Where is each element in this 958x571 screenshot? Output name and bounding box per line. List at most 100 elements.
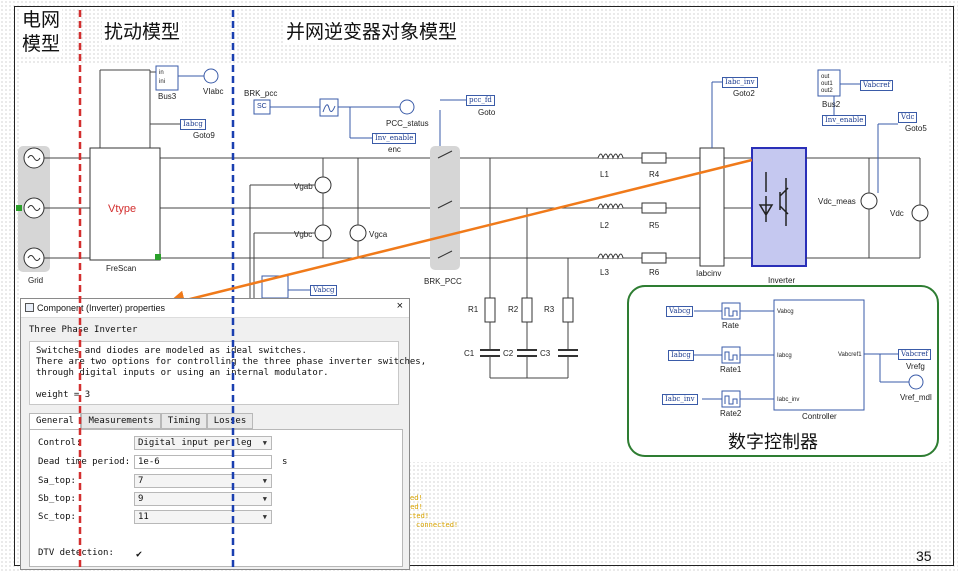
component-name: Three Phase Inverter — [29, 325, 138, 335]
bus3-port-ini: ini — [159, 79, 166, 85]
rate1-label: Rate1 — [720, 365, 742, 374]
l1-label: L1 — [600, 170, 609, 179]
resistor-r6 — [641, 252, 667, 264]
grid-model-heading: 电网 模型 — [20, 8, 63, 56]
vref-mdl-label: Vref_mdl — [900, 393, 932, 402]
inverter-properties-dialog[interactable]: Component (Inverter) properties Three Ph… — [20, 298, 426, 570]
resistor-r4 — [641, 152, 667, 164]
vdc-label: Vdc — [890, 209, 904, 218]
vrefg-tag[interactable]: Vabcref — [898, 349, 932, 360]
pointer-arrow — [165, 158, 753, 311]
vgbc-label: Vgbc — [294, 230, 313, 239]
sb-top-label: Sb_top: — [38, 494, 76, 504]
sc-top-label: Sc_top: — [38, 512, 76, 522]
dead-time-input[interactable]: 1e-6 — [134, 455, 272, 469]
brk-pcc-label: BRK_pcc — [244, 89, 278, 98]
vdc-tag[interactable]: Vdc — [898, 112, 918, 123]
grid-label: Grid — [28, 276, 44, 285]
vref-mdl-scope — [908, 374, 924, 390]
dead-time-unit: s — [282, 457, 288, 467]
tab-measurements[interactable]: Measurements — [81, 413, 161, 429]
window-icon — [25, 303, 34, 312]
inductor-l2 — [597, 203, 624, 210]
pcc-fd-tag[interactable]: pcc_fd — [466, 95, 495, 106]
frescan-label: FreScan — [106, 264, 137, 273]
brk-pcc-switch-label: BRK_PCC — [424, 277, 462, 286]
rate-label: Rate — [722, 321, 739, 330]
vgab-label: Vgab — [294, 182, 313, 191]
viabc-scope — [203, 68, 219, 84]
goto-label: Goto — [478, 108, 496, 117]
c2-label: C2 — [503, 349, 514, 358]
ctrl-port-vabcg: Vabcg — [777, 309, 794, 315]
controller-block — [773, 299, 865, 411]
chevron-down-icon: ▼ — [262, 495, 267, 503]
page-number: 35 — [916, 548, 932, 564]
controller-label: Controller — [802, 412, 837, 421]
digital-controller-title: 数字控制器 — [728, 432, 818, 453]
ctrl-in-iabc-inv-tag[interactable]: Iabc_inv — [662, 394, 698, 405]
bus2-port-out1: out1 — [821, 81, 833, 87]
dialog-title: Component (Inverter) properties — [37, 303, 166, 313]
dtv-detection-label: DTV detection: — [38, 548, 114, 558]
inductor-l3 — [597, 253, 624, 260]
dialog-titlebar[interactable]: Component (Inverter) properties — [21, 299, 409, 318]
bus2-port-out2: out2 — [821, 88, 833, 94]
sa-top-select[interactable]: 7▼ — [134, 474, 272, 488]
r2-label: R2 — [508, 305, 519, 314]
pcc-status-label: PCC_status — [386, 119, 429, 128]
control-label: Control: — [38, 438, 82, 448]
ctrl-in-iabcg-tag[interactable]: Iabcg — [668, 350, 694, 361]
bus3-port-in: in — [159, 70, 164, 76]
goto9-label: Goto9 — [193, 131, 215, 140]
inv-enable-tag[interactable]: Inv_enable — [372, 133, 417, 144]
inv-enable-tag-2[interactable]: Inv_enable — [822, 115, 867, 126]
r6-label: R6 — [649, 268, 660, 277]
pcc-status-display — [399, 99, 415, 115]
sc-label: SC — [257, 103, 267, 110]
rate2-label: Rate2 — [720, 409, 742, 418]
console-output: ed! ted! cted! connected! — [406, 494, 459, 529]
dead-time-label: Dead time period: — [38, 457, 131, 467]
goto5-label: Goto5 — [905, 124, 927, 133]
sc-top-select[interactable]: 11▼ — [134, 510, 272, 524]
tab-general[interactable]: General — [29, 413, 81, 430]
sb-top-select[interactable]: 9▼ — [134, 492, 272, 506]
viabc-label: VIabc — [203, 87, 224, 96]
vtype-label: Vtype — [108, 203, 137, 215]
vabcref-tag[interactable]: Vabcref — [860, 80, 894, 91]
chevron-down-icon: ▼ — [262, 477, 267, 485]
slide-border — [14, 6, 954, 566]
vabcg-tag-small[interactable]: Vabcg — [310, 285, 338, 296]
ctrl-port-iabcg: Iabcg — [777, 353, 792, 359]
goto9-tag[interactable]: Iabcg — [180, 119, 206, 130]
dtv-detection-checkbox[interactable]: ✔ — [136, 549, 143, 560]
inverter-label: Inverter — [768, 276, 796, 285]
disturbance-model-heading: 扰动模型 — [102, 20, 183, 44]
close-icon[interactable]: × — [396, 300, 403, 312]
ctrl-port-iabc-inv: Iabc_inv — [777, 397, 800, 403]
c3-label: C3 — [540, 349, 551, 358]
iabcinv-label: Iabcinv — [696, 269, 722, 278]
control-select[interactable]: Digital input per leg▼ — [134, 436, 272, 450]
ctrl-port-vabcref1: Vabcref1 — [838, 352, 862, 358]
vgca-label: Vgca — [369, 230, 388, 239]
bus3-block — [155, 65, 179, 91]
general-tab-pane: Control: Digital input per leg▼ Dead tim… — [29, 429, 403, 567]
ctrl-in-vabcg-tag[interactable]: Vabcg — [666, 306, 694, 317]
chevron-down-icon: ▼ — [262, 513, 267, 521]
vdc-meas-label: Vdc_meas — [818, 197, 856, 206]
c1-label: C1 — [464, 349, 475, 358]
tab-timing[interactable]: Timing — [161, 413, 207, 429]
l3-label: L3 — [600, 268, 609, 277]
enc-label: enc — [388, 145, 401, 154]
goto2-label: Goto2 — [733, 89, 755, 98]
tab-losses[interactable]: Losses — [207, 413, 253, 429]
bus3-label: Bus3 — [158, 92, 177, 101]
r4-label: R4 — [649, 170, 660, 179]
iabc-inv-tag[interactable]: Iabc_inv — [722, 77, 758, 88]
l2-label: L2 — [600, 221, 609, 230]
component-description: Switches and diodes are modeled as ideal… — [29, 341, 426, 405]
chevron-down-icon: ▼ — [262, 439, 267, 447]
